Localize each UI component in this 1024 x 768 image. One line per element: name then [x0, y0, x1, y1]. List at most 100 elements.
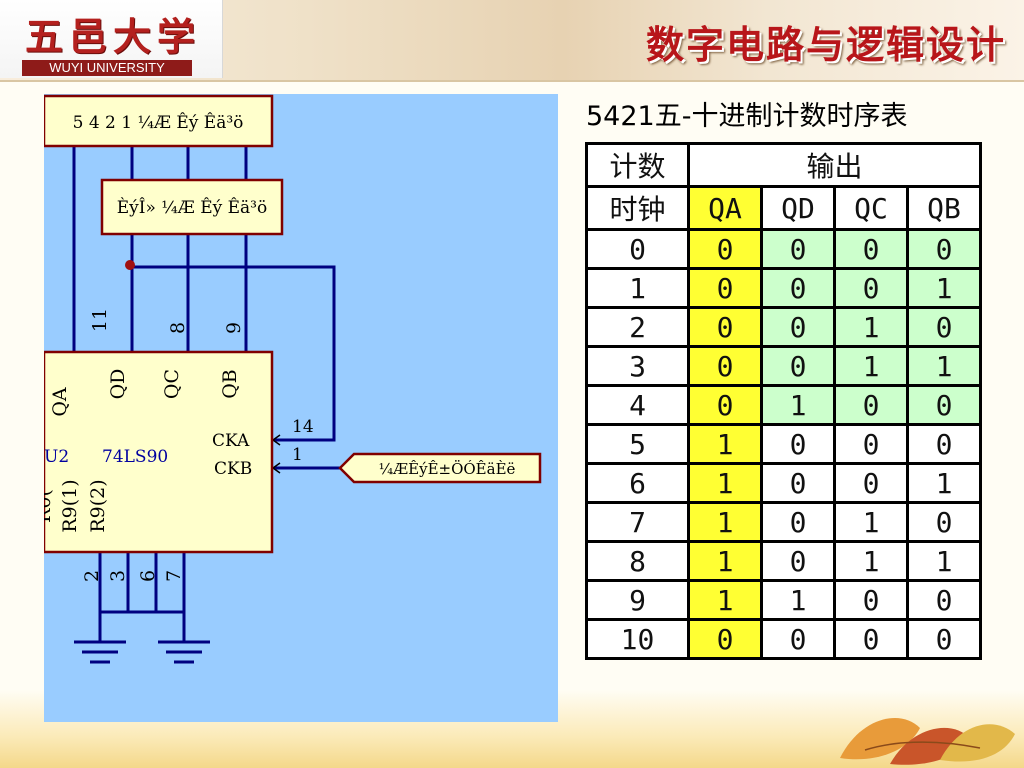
table-cell-output: 0 [760, 345, 836, 387]
table-cell-output: 0 [833, 423, 909, 465]
leaf-icon [840, 718, 920, 760]
pin-label-r0-partial: R0( [44, 489, 55, 523]
table-cell-output: 1 [687, 462, 763, 504]
table-cell-output: 0 [833, 579, 909, 621]
table-cell-output: 1 [760, 579, 836, 621]
clock-input-text: ¼ÆÊýÊ±ÖÓÊäÈë [379, 460, 516, 478]
table-cell-output: 0 [833, 384, 909, 426]
table-cell-output: 1 [833, 345, 909, 387]
pin-number-14: 14 [292, 417, 314, 437]
pin-number-7: 7 [163, 570, 185, 582]
table-cell-clock: 5 [585, 423, 690, 465]
table-cell-output: 0 [906, 618, 982, 660]
header-col-qa: QA [687, 185, 763, 231]
table-cell-output: 0 [833, 618, 909, 660]
pin-label-qc: QC [161, 369, 183, 399]
table-cell-output: 0 [687, 384, 763, 426]
output-label-box [44, 94, 274, 148]
table-cell-output: 1 [906, 540, 982, 582]
table-cell-output: 0 [687, 267, 763, 309]
header-col-qc: QC [833, 185, 909, 231]
pin-label-cka: CKA [212, 431, 250, 451]
table-cell-output: 0 [833, 228, 909, 270]
logo-chinese-text: 五邑大学 [24, 14, 201, 59]
table-cell-output: 0 [687, 228, 763, 270]
table-cell-output: 1 [833, 501, 909, 543]
table-cell-output: 0 [906, 228, 982, 270]
table-cell-output: 0 [833, 462, 909, 504]
header-clock-line1: 计数 [585, 142, 690, 188]
pin-number-8: 8 [167, 322, 189, 334]
chip-part-number: 74LS90 [102, 447, 168, 467]
pin-number-2: 2 [81, 570, 103, 582]
pin-number-6: 6 [137, 570, 159, 582]
chip-reference: U2 [44, 447, 69, 467]
table-cell-output: 0 [833, 267, 909, 309]
pin-label-qd: QD [107, 369, 129, 400]
table-cell-output: 0 [906, 384, 982, 426]
table-cell-output: 0 [687, 345, 763, 387]
table-cell-output: 1 [833, 540, 909, 582]
slide-title: 数字电路与逻辑设计 [645, 23, 1006, 67]
table-cell-output: 1 [760, 384, 836, 426]
pin-label-qa: QA [49, 387, 71, 417]
output-label-text: 5 4 2 1 ¼Æ Êý Êä³ö [73, 112, 244, 133]
table-cell-output: 0 [760, 501, 836, 543]
pin-label-r92: R9(2) [87, 479, 109, 532]
clock-input-box [338, 452, 542, 484]
university-logo: 五邑大学 WUYI UNIVERSITY [0, 0, 223, 78]
table-cell-output: 1 [687, 501, 763, 543]
table-cell-output: 1 [687, 423, 763, 465]
table-cell-output: 0 [760, 462, 836, 504]
pin-number-12: 12 [44, 304, 47, 328]
header-output: 输出 [687, 142, 982, 188]
table-cell-output: 1 [906, 462, 982, 504]
table-cell-output: 0 [760, 306, 836, 348]
wire-qa-feedback [130, 265, 336, 442]
table-cell-clock: 8 [585, 540, 690, 582]
circuit-diagram: 5 4 2 1 ¼Æ Êý Êä³ö ÈýÎ» ¼Æ Êý Êä³ö QA QD… [44, 94, 558, 722]
table-cell-clock: 2 [585, 306, 690, 348]
table-cell-output: 0 [760, 228, 836, 270]
pin-number-11: 11 [89, 308, 111, 332]
table-cell-output: 0 [760, 267, 836, 309]
header-col-qb: QB [906, 185, 982, 231]
table-cell-clock: 9 [585, 579, 690, 621]
table-cell-output: 0 [687, 618, 763, 660]
table-cell-clock: 10 [585, 618, 690, 660]
junction-dot [125, 260, 135, 270]
pin-label-qb: QB [219, 369, 241, 399]
table-cell-output: 1 [833, 306, 909, 348]
pin-label-r91: R9(1) [59, 479, 81, 532]
pin-number-1: 1 [292, 445, 303, 465]
table-cell-output: 0 [760, 540, 836, 582]
pin-number-3: 3 [107, 570, 129, 582]
pin-number-9: 9 [223, 322, 245, 334]
table-cell-clock: 1 [585, 267, 690, 309]
table-cell-output: 0 [906, 423, 982, 465]
table-cell-output: 0 [906, 501, 982, 543]
table-cell-output: 1 [906, 345, 982, 387]
table-cell-output: 1 [687, 579, 763, 621]
table-cell-output: 1 [906, 267, 982, 309]
table-cell-clock: 7 [585, 501, 690, 543]
leaf-icon [940, 724, 1015, 762]
pin-label-ckb: CKB [214, 459, 252, 479]
table-cell-output: 0 [760, 618, 836, 660]
table-cell-output: 1 [687, 540, 763, 582]
circuit-svg: 5 4 2 1 ¼Æ Êý Êä³ö ÈýÎ» ¼Æ Êý Êä³ö QA QD… [44, 94, 542, 664]
three-bit-label-box [100, 178, 284, 236]
table-cell-output: 0 [687, 306, 763, 348]
table-cell-output: 0 [906, 579, 982, 621]
